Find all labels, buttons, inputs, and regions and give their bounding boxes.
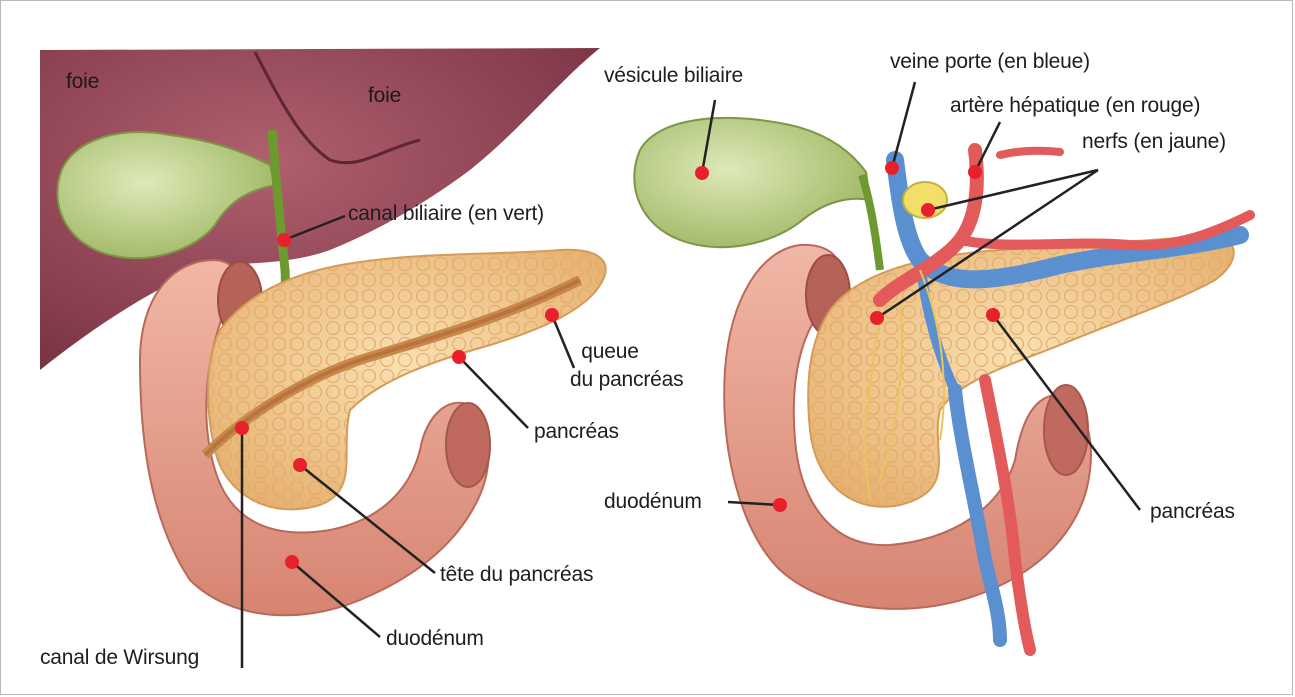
label-vesicule-biliaire: vésicule biliaire (604, 64, 743, 88)
label-tete-du-pancreas: tête du pancréas (440, 563, 593, 587)
label-canal-biliaire: canal biliaire (en vert) (348, 202, 544, 226)
label-foie-left-1: foie (66, 70, 99, 94)
gallbladder-shape-right (634, 118, 870, 247)
label-queue: queue (560, 340, 660, 364)
label-duodenum-left: duodénum (386, 627, 484, 651)
duodenum-opening (446, 403, 490, 487)
right-illustration (634, 82, 1250, 650)
label-veine-porte: veine porte (en bleue) (890, 50, 1090, 74)
label-duodenum-right: duodénum (604, 490, 702, 514)
label-queue-du-pancreas: du pancréas (570, 368, 683, 392)
label-pancreas-left: pancréas (534, 420, 619, 444)
label-canal-de-wirsung: canal de Wirsung (40, 646, 199, 670)
label-artere-hepatique: artère hépatique (en rouge) (950, 94, 1200, 118)
label-nerfs: nerfs (en jaune) (1082, 130, 1226, 154)
label-foie-left-2: foie (368, 84, 401, 108)
label-pancreas-right: pancréas (1150, 500, 1235, 524)
cystic-duct-right (862, 175, 880, 270)
duodenum-right-lower-opening (1044, 385, 1088, 475)
